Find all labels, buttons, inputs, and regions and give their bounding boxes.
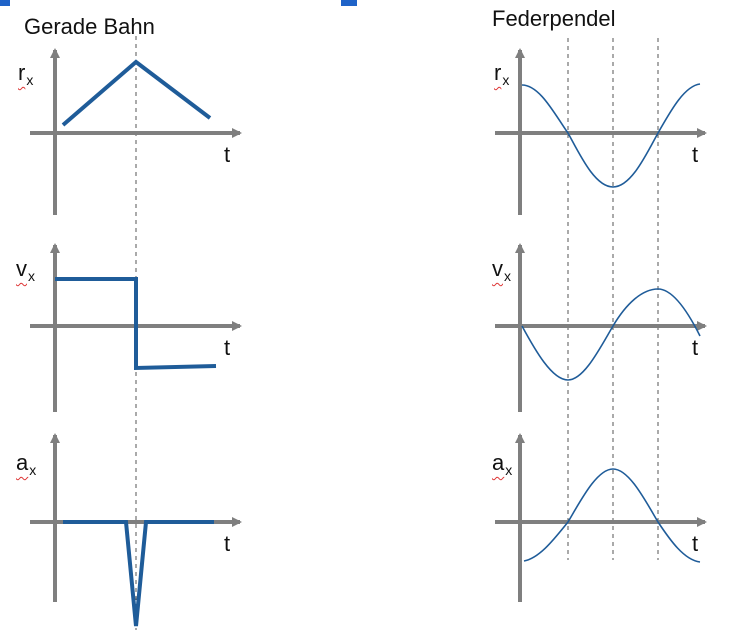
- x-subscript: x: [29, 462, 37, 478]
- top-accent-mark: [341, 0, 357, 6]
- right-v-axis-label: vx: [492, 256, 511, 284]
- left-a-t-label: t: [224, 531, 231, 556]
- right-r-curve: [521, 83, 701, 188]
- right-r-t-label: t: [692, 142, 699, 167]
- right-v-axes: [495, 243, 707, 412]
- top-accent-bar: [0, 0, 10, 6]
- left-a-curve: [63, 520, 214, 627]
- left-r-axis-label: rx: [18, 60, 34, 88]
- right-v-curve: [521, 288, 701, 381]
- right-v-t-label: t: [692, 335, 699, 360]
- right-a-t-label: t: [692, 531, 699, 556]
- v-symbol: v: [492, 256, 503, 281]
- right-a-curve: [523, 468, 701, 563]
- x-subscript: x: [502, 72, 510, 88]
- right-column-title: Federpendel: [492, 6, 616, 31]
- left-column-title: Gerade Bahn: [24, 14, 155, 39]
- right-a-axes: [495, 433, 707, 602]
- a-symbol: a: [492, 450, 505, 475]
- r-symbol: r: [494, 60, 502, 85]
- left-v-curve: [55, 277, 217, 371]
- right-r-axis-label: rx: [494, 60, 510, 88]
- left-r-curve: [61, 59, 212, 127]
- right-r-axes: [495, 48, 707, 215]
- right-a-axis-label: ax: [492, 450, 513, 478]
- left-a-axis-label: ax: [16, 450, 37, 478]
- a-symbol: a: [16, 450, 29, 475]
- left-r-axes: [30, 48, 242, 215]
- x-subscript: x: [504, 268, 511, 284]
- x-subscript: x: [505, 462, 513, 478]
- v-symbol: v: [16, 256, 27, 281]
- r-symbol: r: [18, 60, 26, 85]
- left-r-t-label: t: [224, 142, 231, 167]
- left-v-t-label: t: [224, 335, 231, 360]
- left-v-axis-label: vx: [16, 256, 35, 284]
- x-subscript: x: [26, 72, 34, 88]
- left-a-axes: [30, 433, 242, 602]
- x-subscript: x: [28, 268, 35, 284]
